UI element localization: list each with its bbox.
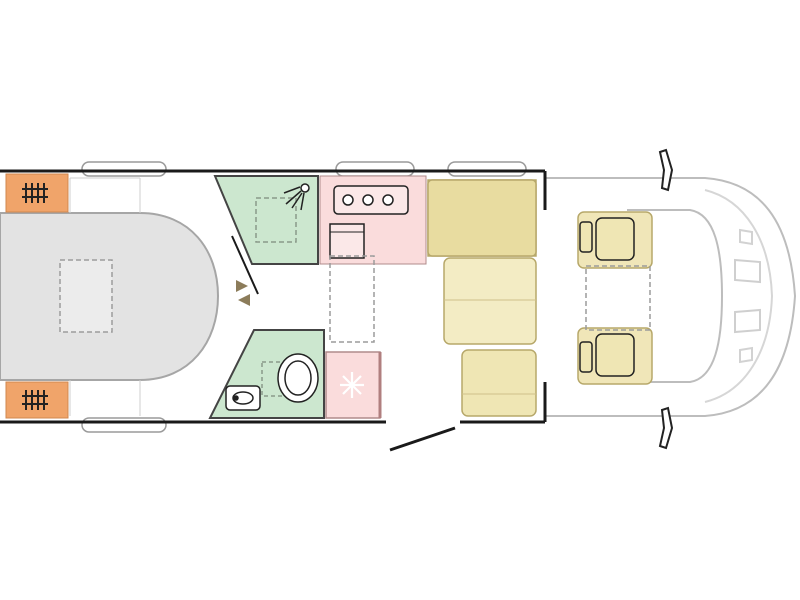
cab-swivel-area <box>585 265 651 331</box>
entry-arrows-icon <box>236 280 250 306</box>
lounge-seating <box>427 179 537 417</box>
passenger-seat <box>577 327 653 385</box>
shower-tray <box>255 197 297 243</box>
entry-door <box>389 426 456 452</box>
skylight-rear-left <box>81 161 167 177</box>
walls <box>0 169 547 424</box>
heater-bottom <box>5 381 69 419</box>
mirror-right <box>658 406 674 450</box>
skylight-lounge <box>447 161 527 177</box>
bed-storage-hatch <box>59 259 113 333</box>
skylight-kitchen <box>335 161 415 177</box>
driver-seat <box>577 211 653 269</box>
toilet-icon <box>261 353 319 403</box>
shower-head-icon <box>283 183 310 211</box>
skylight-rear-right <box>81 417 167 433</box>
kitchen <box>317 175 427 265</box>
bathroom-door <box>231 235 259 295</box>
dinette-table <box>443 257 537 345</box>
mirror-left <box>658 148 674 192</box>
shower-room <box>213 175 319 265</box>
rear-bed <box>0 177 220 416</box>
fridge <box>325 351 382 419</box>
floor-hatch <box>329 255 375 343</box>
mirrors <box>658 148 674 450</box>
kitchen-sink <box>329 223 365 259</box>
radiator-icon <box>22 183 48 203</box>
bench-seat-top <box>427 179 537 257</box>
washroom <box>208 329 325 419</box>
radiator-icon <box>22 390 48 410</box>
bench-seat-bottom <box>461 349 537 417</box>
washbasin-icon <box>225 385 261 411</box>
heater-top <box>5 173 69 213</box>
snowflake-icon <box>340 372 364 398</box>
